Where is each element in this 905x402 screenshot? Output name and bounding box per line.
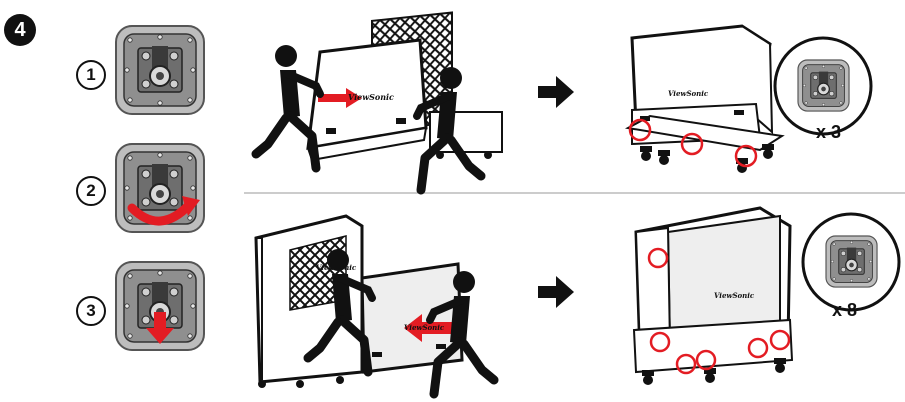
quantity-label-top: x 3 xyxy=(816,122,841,143)
magnifier-callout-icon xyxy=(775,38,871,134)
quantity-label-bottom: x 8 xyxy=(832,300,857,321)
down-arrow-icon xyxy=(154,312,166,330)
latch-icon-step-3 xyxy=(116,262,204,350)
next-arrow-icon xyxy=(538,276,574,308)
brand-logo: ViewSonic xyxy=(348,92,394,102)
worker-icon xyxy=(256,45,320,168)
top-left-scene: ViewSonic xyxy=(256,12,502,190)
top-right-scene: ViewSonic xyxy=(628,26,871,173)
svg-text:ViewSonic: ViewSonic xyxy=(668,89,709,98)
bottom-right-scene: ViewSonic xyxy=(634,208,899,385)
svg-text:ViewSonic: ViewSonic xyxy=(714,291,755,300)
latch-icon-step-1 xyxy=(116,26,204,114)
magnifier-callout-icon xyxy=(803,214,899,310)
bottom-left-scene: ViewSonic ViewSonic xyxy=(256,216,494,394)
latch-icon-step-2 xyxy=(116,144,204,232)
svg-text:ViewSonic: ViewSonic xyxy=(404,323,445,332)
next-arrow-icon xyxy=(538,76,574,108)
